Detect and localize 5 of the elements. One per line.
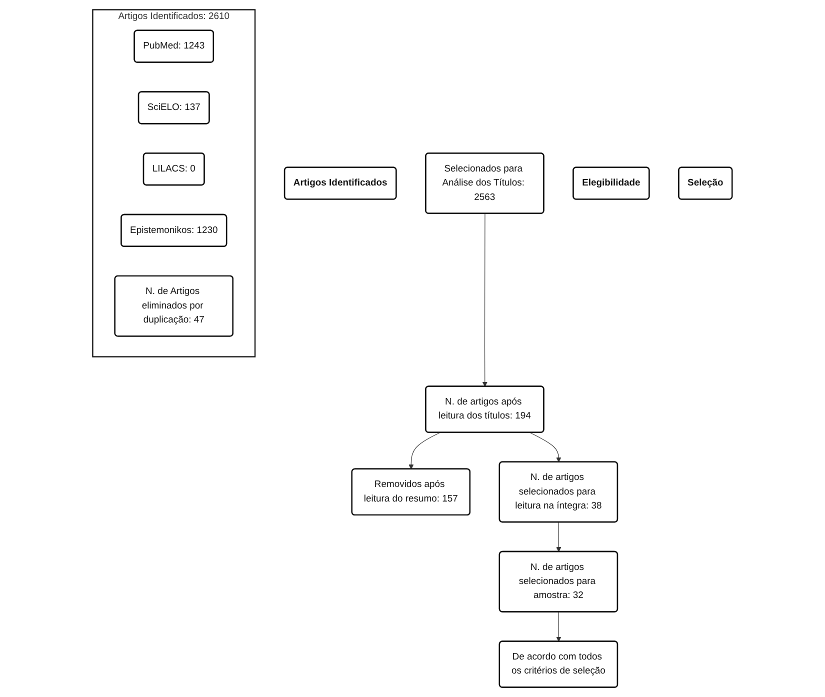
arrow: [482, 213, 488, 387]
arrow: [530, 432, 562, 462]
arrow: [556, 612, 562, 642]
arrow: [556, 522, 562, 552]
arrow: [408, 432, 440, 470]
